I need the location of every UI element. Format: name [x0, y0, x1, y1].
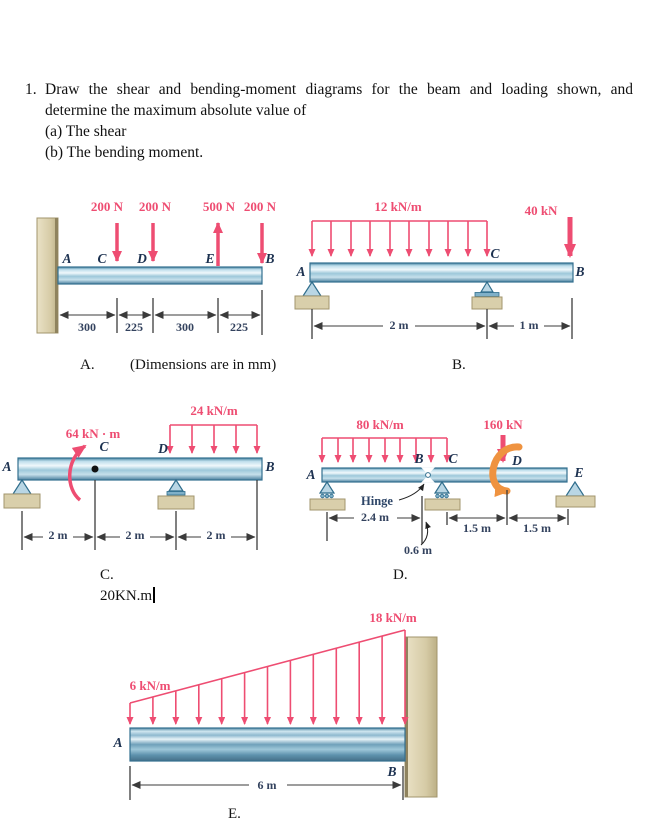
- hinge-leader-line: [398, 483, 425, 501]
- beam: [57, 266, 263, 285]
- moment-label: 64 kN · m: [66, 426, 121, 441]
- point-d-label: D: [136, 251, 147, 266]
- beam: [321, 467, 568, 483]
- point-c-label: C: [448, 451, 458, 466]
- roller-support-d: [157, 478, 195, 510]
- dist-load-label: 12 kN/m: [374, 199, 421, 214]
- point-load-label: 40 kN: [525, 203, 558, 218]
- load-arrows: [112, 222, 267, 266]
- dist-load-label: 80 kN/m: [356, 417, 403, 432]
- beam: [309, 262, 574, 283]
- dist-load-label: 24 kN/m: [190, 403, 237, 418]
- diagram-e-figure: 18 kN/m 6 kN/m A B: [112, 610, 438, 800]
- triangular-distributed-load: [126, 629, 409, 725]
- diagram-d-figure: 80 kN/m 160 kN A B C D E Hinge: [305, 417, 596, 557]
- point-a-label: A: [61, 251, 71, 266]
- point-e-label: E: [573, 465, 583, 480]
- point-d-label: D: [511, 453, 522, 468]
- point-a-label: A: [295, 264, 305, 279]
- typed-answer-text[interactable]: 20KN.m: [100, 587, 156, 605]
- point-load-label: 160 kN: [483, 417, 523, 432]
- point-a-label: A: [112, 735, 122, 750]
- distributed-load: [318, 437, 451, 463]
- point-c-label: C: [99, 439, 109, 454]
- diagram-b-figure: 12 kN/m 40 kN A C B 2 m 1 m: [294, 199, 585, 339]
- caption-a-note: (Dimensions are in mm): [130, 357, 277, 373]
- point-label-group: A C D E B: [61, 251, 274, 266]
- dimension-lines: 300 225 300 225: [59, 290, 263, 335]
- dim-label: 2 m: [390, 318, 409, 332]
- dim-label: 300: [78, 320, 96, 334]
- beam: [17, 457, 263, 481]
- diagram-c-figure: 64 kN · m 24 kN/m A C D B: [1, 403, 275, 550]
- distributed-load: [308, 220, 491, 257]
- fixed-wall-support: [404, 636, 438, 798]
- dimension-lines: 2 m 1 m: [311, 298, 573, 339]
- dim-label: 6 m: [258, 778, 277, 792]
- point-b-label: B: [264, 251, 274, 266]
- dim-label: 2.4 m: [361, 510, 389, 524]
- answer-value: 20KN.m: [100, 588, 153, 604]
- dimension-lines: 6 m: [129, 766, 404, 800]
- problem-number: 1.: [25, 81, 37, 98]
- point-b-label: B: [574, 264, 584, 279]
- hinge-label: Hinge: [361, 494, 393, 508]
- problem-item-b: (b) The bending moment.: [45, 144, 204, 161]
- caption-a: A.: [80, 357, 95, 373]
- dim-label: 0.6 m: [404, 543, 432, 557]
- pin-support-a: [294, 280, 330, 310]
- pin-support-a: [3, 478, 41, 509]
- load-left-label: 6 kN/m: [130, 678, 171, 693]
- dimension-lines: 2 m 2 m 2 m: [21, 480, 258, 550]
- pin-support-e: [555, 480, 596, 508]
- dim-label: 225: [125, 320, 143, 334]
- hinge: [421, 467, 435, 483]
- point-c-label: C: [490, 246, 500, 261]
- point-a-label: A: [1, 459, 11, 474]
- dim-label: 1.5 m: [523, 521, 551, 535]
- load-right-label: 18 kN/m: [369, 610, 416, 625]
- load-label-e: 500 N: [203, 199, 236, 214]
- distributed-load: [166, 424, 261, 454]
- rotation-arrow: [489, 443, 523, 497]
- point-e-label: E: [204, 251, 214, 266]
- point-d-label: D: [157, 441, 168, 456]
- roller-support-c: [471, 280, 503, 310]
- beam: [129, 727, 406, 762]
- moment-point-dot: [91, 465, 99, 473]
- fixed-wall-support: [36, 217, 59, 334]
- text-cursor: [153, 587, 156, 603]
- point-b-label: B: [264, 459, 274, 474]
- load-label-b: 200 N: [244, 199, 277, 214]
- point-b-label: B: [413, 451, 423, 466]
- dim-label: 2 m: [207, 528, 226, 542]
- moment-arrow: [67, 444, 87, 502]
- roller-support-c: [424, 480, 461, 511]
- gap-leader-line: [420, 521, 432, 546]
- load-labels: 200 N 200 N 500 N 200 N: [91, 199, 277, 214]
- caption-e: E.: [228, 806, 241, 822]
- roller-support-a: [309, 480, 346, 511]
- problem-item-a: (a) The shear: [45, 123, 127, 140]
- caption-d: D.: [393, 567, 408, 583]
- problem-line-2: determine the maximum absolute value of: [45, 102, 307, 119]
- problem-line-1: Draw the shear and bending-moment diagra…: [45, 81, 633, 98]
- dim-label: 225: [230, 320, 248, 334]
- point-c-label: C: [97, 251, 107, 266]
- load-label-c: 200 N: [91, 199, 124, 214]
- caption-b: B.: [452, 357, 466, 373]
- dim-label: 300: [176, 320, 194, 334]
- diagram-a-figure: A C D E B 200 N 200 N 500 N 200 N: [36, 199, 277, 335]
- dim-label: 1.5 m: [463, 521, 491, 535]
- point-b-label: B: [386, 764, 396, 779]
- point-a-label: A: [305, 467, 315, 482]
- dim-label: 1 m: [520, 318, 539, 332]
- dim-label: 2 m: [126, 528, 145, 542]
- dimension-lines: 2.4 m 1.5 m 1.5 m 0.6 m: [326, 490, 569, 557]
- load-label-d: 200 N: [139, 199, 172, 214]
- dim-label: 2 m: [49, 528, 68, 542]
- caption-c: C.: [100, 567, 114, 583]
